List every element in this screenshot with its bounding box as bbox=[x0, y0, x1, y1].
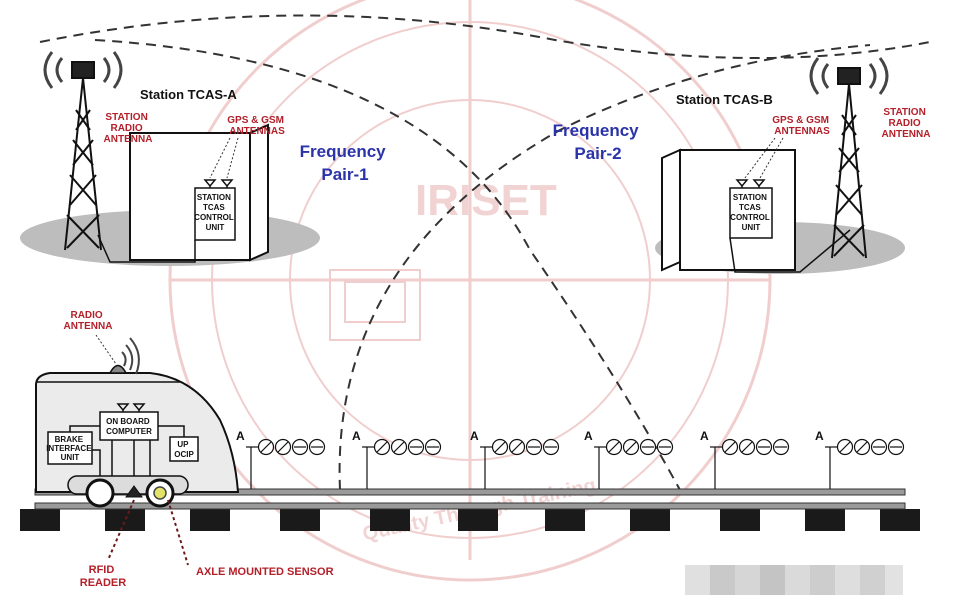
axle-sensor-pointer bbox=[167, 499, 189, 566]
rfid-tag-coil-mark bbox=[494, 441, 506, 453]
rfid-tag-group: A bbox=[470, 429, 560, 489]
rfid-tag-coil-mark bbox=[625, 441, 637, 453]
track-sleepers bbox=[20, 509, 920, 531]
locomotive-antenna-pointer bbox=[95, 334, 117, 365]
rfid-reader-icon bbox=[125, 485, 143, 498]
axle-sensor-icon bbox=[153, 486, 167, 500]
station-a-cable bbox=[97, 234, 196, 263]
watermark-iriset-text: IRISET bbox=[415, 176, 557, 225]
locomotive: ON BOARD COMPUTER BRAKE INTERFACE UNIT U… bbox=[35, 334, 240, 508]
track-sleeper bbox=[105, 509, 145, 531]
station-b-gps-pointer-lines bbox=[744, 137, 784, 179]
station-a-control-unit-label: STATION TCAS CONTROL UNIT bbox=[194, 193, 236, 232]
rfid-tag-coil-mark bbox=[277, 441, 289, 453]
station-a-radio-antenna-label: STATION RADIO ANTENNA bbox=[104, 112, 153, 145]
track-sleeper bbox=[545, 509, 585, 531]
station-a: STATION TCAS CONTROL UNIT Station TCAS-A… bbox=[20, 51, 320, 266]
rfid-reader-label: RFID READER bbox=[80, 564, 127, 589]
rfid-tag-coil-mark bbox=[741, 441, 753, 453]
rfid-tag-coil-mark bbox=[260, 441, 272, 453]
rfid-tag-coil-mark bbox=[511, 441, 523, 453]
rfid-tag-coil-mark bbox=[376, 441, 388, 453]
frequency-pair-1-label: Frequency Pair-1 bbox=[300, 142, 391, 184]
station-b-gps-antenna-icon bbox=[735, 179, 766, 188]
up-ocip-box bbox=[169, 436, 199, 462]
frequency-arc-top bbox=[39, 14, 931, 59]
railway-track bbox=[20, 488, 920, 531]
locomotive-radio-antenna-icon bbox=[108, 364, 128, 374]
station-a-tower bbox=[64, 61, 102, 251]
rfid-tag-coil-mark bbox=[839, 441, 851, 453]
up-ocip-label: UP OCIP bbox=[174, 440, 194, 459]
rfid-tag-coil-mark bbox=[608, 441, 620, 453]
frequency-arc-pair2 bbox=[338, 44, 871, 491]
station-b-cable bbox=[729, 229, 851, 273]
rfid-tag-letter: A bbox=[700, 429, 709, 443]
station-b-radio-waves-icon bbox=[809, 57, 889, 95]
track-sleeper bbox=[190, 509, 230, 531]
frequency-arc-pair1 bbox=[94, 39, 681, 491]
track-sleeper bbox=[805, 509, 845, 531]
track-sleeper bbox=[880, 509, 920, 531]
rfid-tag-group: A bbox=[352, 429, 442, 489]
rfid-tag-coil-mark bbox=[724, 441, 736, 453]
axle-mounted-sensor-label: AXLE MOUNTED SENSOR bbox=[196, 566, 334, 578]
on-board-computer-box bbox=[99, 411, 159, 441]
station-a-gps-gsm-label: GPS & GSM ANTENNAS bbox=[227, 115, 286, 137]
track-sleeper bbox=[370, 509, 410, 531]
rfid-tag-coil-mark bbox=[393, 441, 405, 453]
blurred-region bbox=[685, 565, 903, 595]
locomotive-wheel-front bbox=[85, 478, 115, 508]
track-sleeper bbox=[20, 509, 60, 531]
track-rail-bottom bbox=[34, 502, 906, 510]
rfid-tag-group: A bbox=[815, 429, 905, 489]
station-b-radio-antenna-label: STATION RADIO ANTENNA bbox=[882, 107, 931, 140]
station-a-radio-waves-icon bbox=[43, 51, 123, 89]
station-b-building bbox=[661, 148, 796, 272]
rfid-reader-pointer bbox=[107, 499, 135, 561]
station-a-control-unit-box bbox=[194, 187, 236, 241]
track-sleeper bbox=[720, 509, 760, 531]
track-sleeper bbox=[280, 509, 320, 531]
station-b: STATION TCAS CONTROL UNIT Station TCAS-B bbox=[655, 57, 931, 274]
locomotive-radio-antenna-label: RADIO ANTENNA bbox=[64, 310, 113, 332]
station-a-title: Station TCAS-A bbox=[140, 87, 237, 102]
rfid-tag-letter: A bbox=[236, 429, 245, 443]
rfid-tag-group: A bbox=[236, 429, 326, 489]
brake-interface-unit-box bbox=[47, 431, 93, 465]
rfid-tag-letter: A bbox=[352, 429, 361, 443]
locomotive-radio-waves-icon bbox=[121, 337, 140, 375]
rfid-tag-letter: A bbox=[584, 429, 593, 443]
station-b-control-unit-box bbox=[729, 187, 773, 239]
rfid-tag-group: A bbox=[700, 429, 790, 489]
rfid-tag-letter: A bbox=[470, 429, 479, 443]
station-a-gps-pointer-lines bbox=[209, 137, 239, 179]
station-b-tower bbox=[831, 67, 867, 259]
brake-interface-unit-label: BRAKE INTERFACE UNIT bbox=[46, 435, 94, 462]
frequency-pair-2-label: Frequency Pair-2 bbox=[553, 121, 644, 163]
station-b-gps-gsm-label: GPS & GSM ANTENNAS bbox=[772, 115, 831, 137]
track-sleeper bbox=[630, 509, 670, 531]
rfid-tag-letter: A bbox=[815, 429, 824, 443]
track-sleeper bbox=[458, 509, 498, 531]
rfid-tag-coil-mark bbox=[856, 441, 868, 453]
station-b-title: Station TCAS-B bbox=[676, 92, 773, 107]
on-board-computer-label: ON BOARD COMPUTER bbox=[106, 417, 152, 436]
station-b-control-unit-label: STATION TCAS CONTROL UNIT bbox=[730, 193, 772, 232]
locomotive-gps-antenna-icon bbox=[116, 403, 146, 412]
rfid-tag-group: A bbox=[584, 429, 674, 489]
station-a-gps-antenna-icon bbox=[203, 179, 234, 188]
